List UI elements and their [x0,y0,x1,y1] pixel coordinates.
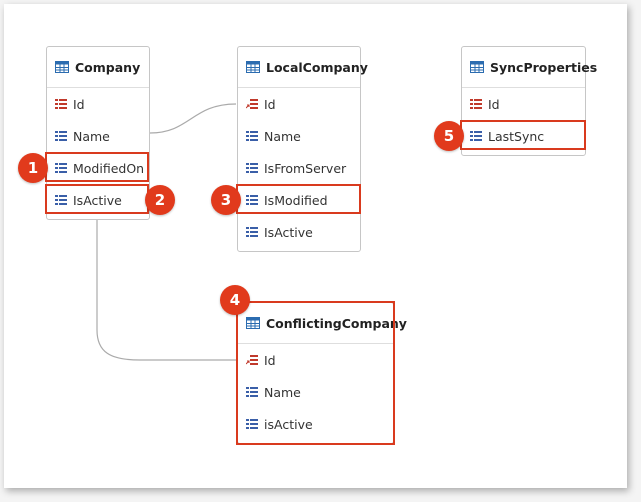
field-row[interactable]: isActive [238,411,393,437]
highlight-lastsync [460,120,586,150]
table-icon [55,61,69,73]
field-row[interactable]: Id [47,91,149,117]
field-label: Id [73,96,85,112]
table-syncproperties[interactable]: SyncProperties Id LastSync [461,46,597,156]
field-icon [246,387,258,397]
field-row[interactable]: ModifiedOn [47,155,149,181]
field-row[interactable]: Id [238,347,393,373]
field-label: IsActive [264,224,313,240]
field-row[interactable]: Id [462,91,585,117]
table-header[interactable]: SyncProperties [462,47,597,88]
callout-marker-4: 4 [220,285,250,315]
primary-key-field-icon [55,99,67,109]
callout-marker-5: 5 [434,121,464,151]
table-icon [470,61,484,73]
callout-marker-2: 2 [145,185,175,215]
callout-marker-1: 1 [18,153,48,183]
field-icon [246,163,258,173]
table-header[interactable]: LocalCompany [238,47,368,88]
field-row[interactable]: IsModified [238,187,360,213]
table-title: LocalCompany [266,59,368,75]
table-header[interactable]: Company [47,47,149,88]
field-label: Id [264,96,276,112]
field-row[interactable]: LastSync [462,123,585,149]
table-title: SyncProperties [490,59,598,75]
field-icon [246,227,258,237]
field-label: Id [488,96,500,112]
field-icon [470,131,482,141]
field-row[interactable]: Id [238,91,360,117]
field-label: IsFromServer [264,160,347,176]
foreign-key-field-icon [246,355,258,365]
table-localcompany[interactable]: LocalCompany Id Name IsFromServer IsModi… [237,46,368,252]
highlight-conflictingcompany [236,301,395,445]
table-icon [246,317,260,329]
table-header[interactable]: ConflictingCompany [238,303,407,344]
field-row[interactable]: IsFromServer [238,155,360,181]
primary-key-field-icon [470,99,482,109]
field-row[interactable]: Name [47,123,149,149]
field-label: isActive [264,416,313,432]
field-label: IsActive [73,192,122,208]
field-label: Name [264,384,301,400]
table-title: ConflictingCompany [266,315,407,331]
highlight-ismodified [236,184,361,214]
field-icon [55,131,67,141]
field-row[interactable]: Name [238,123,360,149]
field-icon [246,195,258,205]
field-label: Name [73,128,110,144]
field-icon [246,131,258,141]
highlight-isactive [45,184,149,214]
table-icon [246,61,260,73]
field-row[interactable]: IsActive [47,187,149,213]
table-title: Company [75,59,141,75]
field-icon [55,195,67,205]
field-label: ModifiedOn [73,160,145,176]
foreign-key-field-icon [246,99,258,109]
highlight-modifiedon [45,152,149,182]
field-icon [55,163,67,173]
field-row[interactable]: Name [238,379,393,405]
field-label: Id [264,352,276,368]
table-conflictingcompany[interactable]: ConflictingCompany Id Name isActive [237,302,407,444]
field-label: LastSync [488,128,545,144]
field-icon [246,419,258,429]
table-company[interactable]: Company Id Name ModifiedOn IsActive [46,46,150,220]
field-label: IsModified [264,192,328,208]
field-label: Name [264,128,301,144]
callout-marker-3: 3 [211,185,241,215]
field-row[interactable]: IsActive [238,219,360,245]
